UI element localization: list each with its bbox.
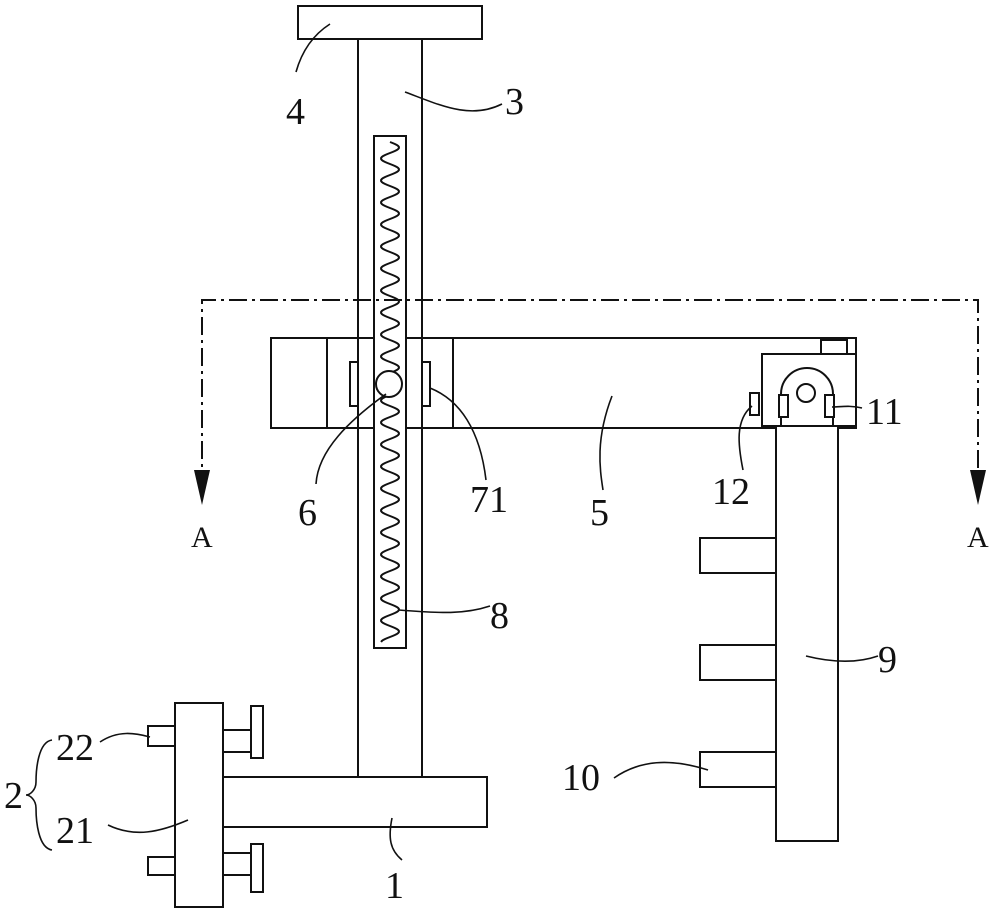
section-arrow-right [970, 470, 986, 505]
clamp-screw-tip-22-top [147, 725, 176, 747]
label-section-right: A [967, 521, 989, 554]
guide-block-71 [421, 361, 431, 407]
label-1: 1 [385, 865, 404, 907]
clamp-screw-shaft-top [222, 729, 252, 753]
label-21: 21 [56, 810, 94, 852]
leader-3 [404, 91, 503, 112]
section-arrow-left [194, 470, 210, 505]
clamp-screw-shaft-bottom [222, 852, 252, 876]
label-22: 22 [56, 727, 94, 769]
stop-block-12 [749, 392, 760, 416]
leader-1 [389, 817, 403, 861]
prong-middle [699, 644, 777, 681]
brace-2 [25, 739, 53, 851]
leader-10 [613, 761, 709, 779]
label-9: 9 [878, 639, 897, 681]
label-5: 5 [590, 492, 609, 534]
leader-5 [599, 395, 613, 491]
leader-71 [429, 387, 487, 481]
label-11: 11 [866, 391, 903, 433]
gear-6 [375, 370, 403, 398]
leader-12 [738, 405, 753, 471]
clamp-knob-bottom [250, 843, 264, 893]
prong-top [699, 537, 777, 574]
prong-10 [699, 751, 777, 788]
top-cap-4 [297, 5, 483, 40]
label-12: 12 [712, 471, 750, 513]
leader-6 [315, 393, 387, 485]
hanging-plate-9 [775, 406, 839, 842]
label-71: 71 [470, 479, 508, 521]
leader-9 [805, 655, 879, 663]
label-6: 6 [298, 492, 317, 534]
guide-block-left [349, 361, 359, 407]
leader-4 [295, 23, 331, 73]
clamp-knob-top [250, 705, 264, 759]
clamp-block-21 [174, 702, 224, 908]
label-3: 3 [505, 81, 524, 123]
label-4: 4 [286, 91, 305, 133]
hinge-lug-11 [824, 394, 835, 418]
leader-11 [831, 405, 863, 409]
label-10: 10 [562, 757, 600, 799]
label-8: 8 [490, 595, 509, 637]
hinge-pin [796, 383, 816, 403]
hinge-cap [820, 339, 848, 355]
leader-21 [107, 819, 189, 834]
leader-22 [99, 732, 151, 743]
base-bar-1 [222, 776, 488, 828]
label-2: 2 [4, 775, 23, 817]
clamp-screw-tip-bottom [147, 856, 176, 876]
section-line-a-a [201, 299, 979, 490]
label-section-left: A [191, 521, 213, 554]
leader-8 [397, 605, 491, 614]
hinge-lug-left [778, 394, 789, 418]
